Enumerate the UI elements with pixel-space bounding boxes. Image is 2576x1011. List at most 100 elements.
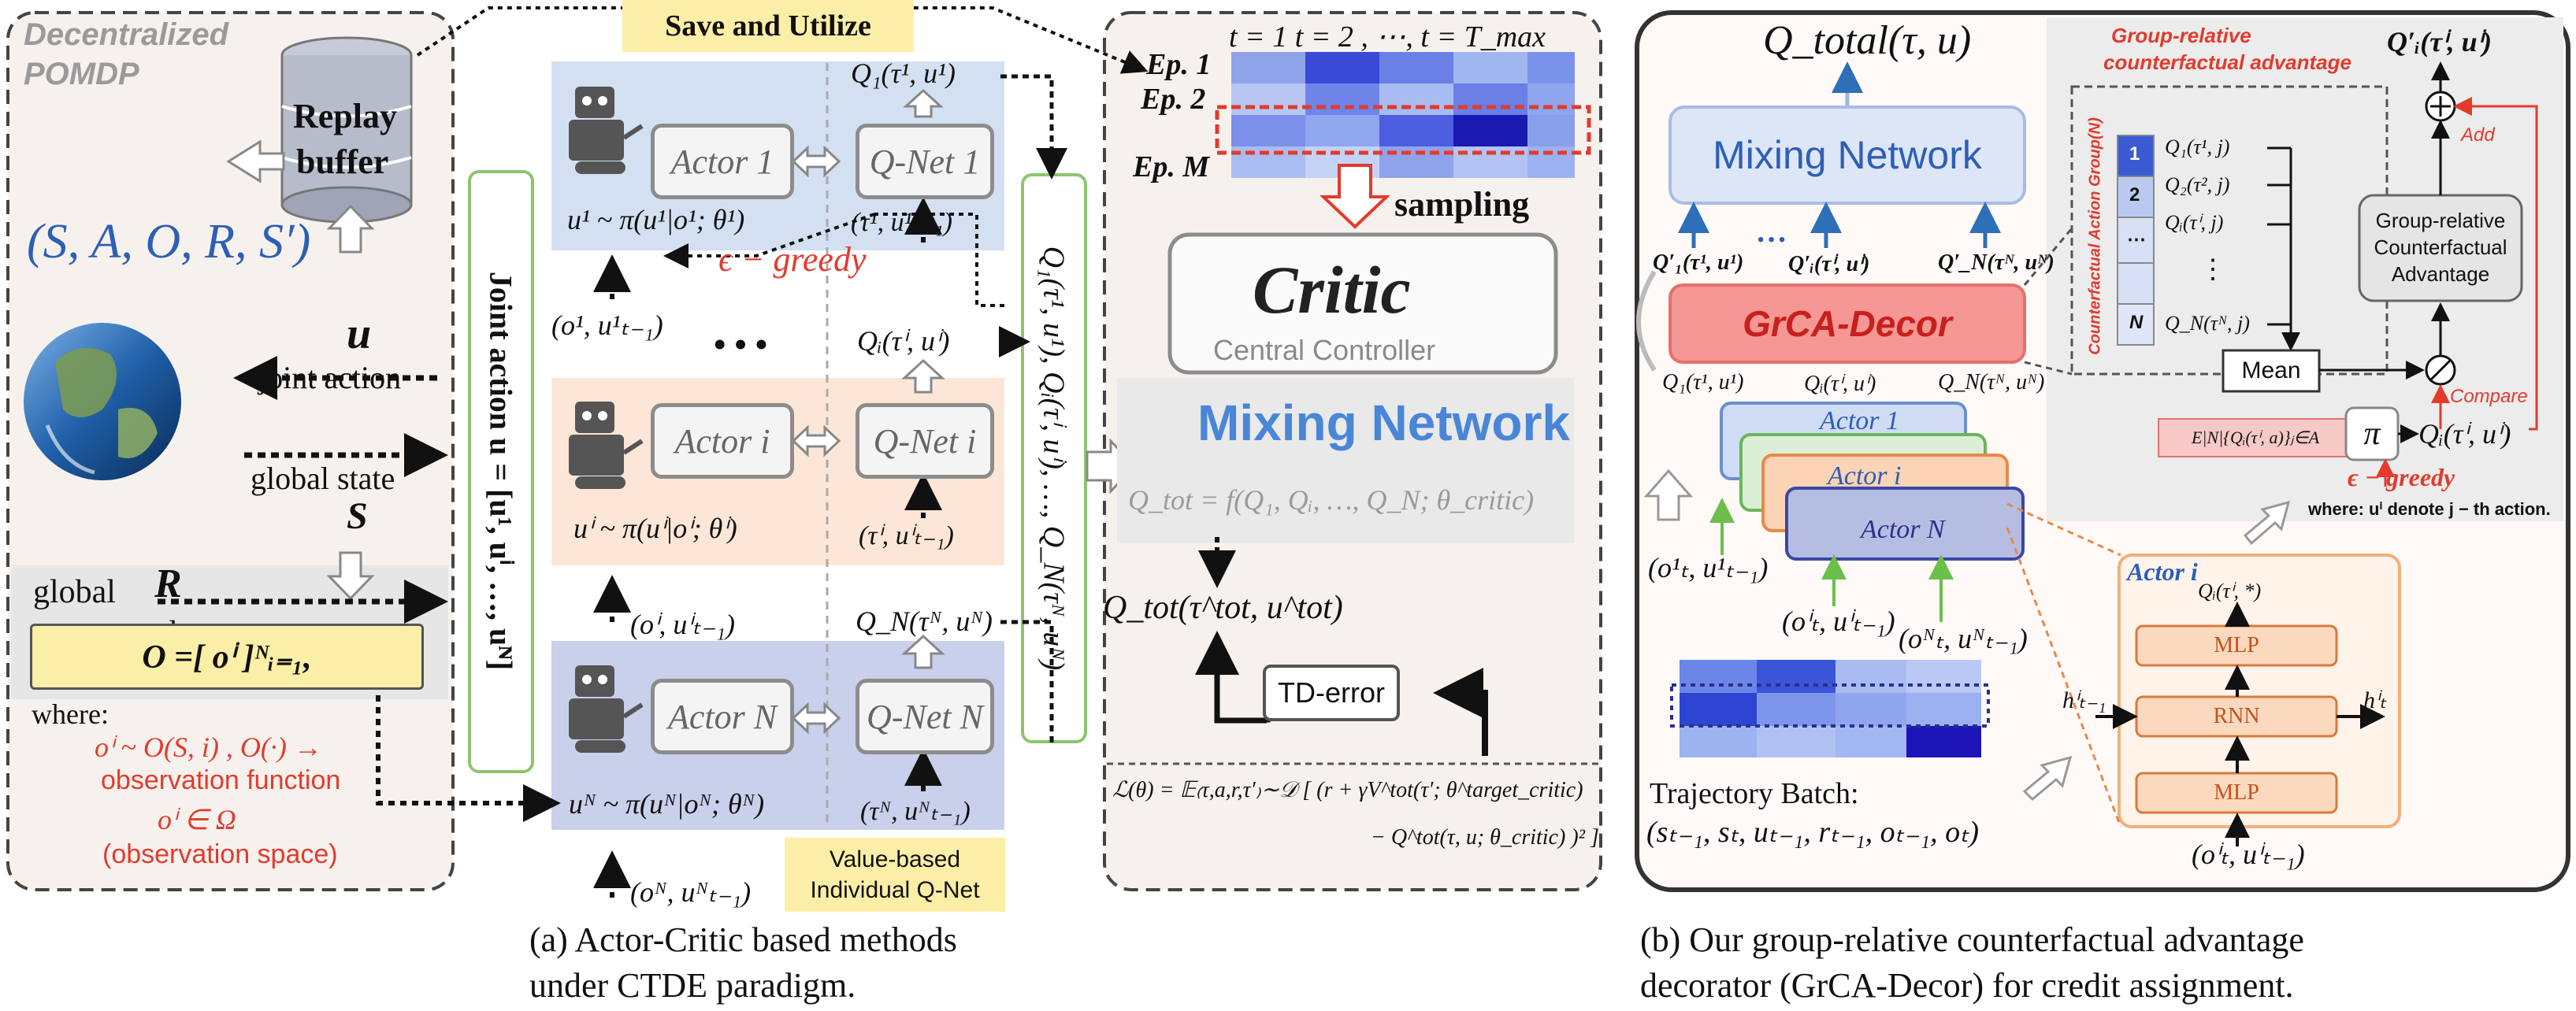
group-q-1: Q₁(τ¹, j)	[2165, 135, 2230, 158]
value-based-line-1: Value-based	[829, 846, 961, 872]
mlp-top: MLP	[2214, 633, 2259, 657]
global-state-symbol: S	[347, 495, 368, 537]
actor-i-box: Actor i	[651, 403, 794, 479]
q-prime-1: Q′₁(τ¹, u¹)	[1653, 250, 1744, 275]
obs-space-formula: oⁱ ∈ Ω	[158, 804, 236, 835]
value-based-line-2: Individual Q-Net	[810, 877, 980, 903]
group-cell-3: ⋯	[2127, 229, 2146, 250]
actor-detail-output: Qᵢ(τⁱ, *)	[2198, 580, 2262, 602]
joint-action-vertical: Joint action u = [u¹, uⁱ, …, uᴺ]	[483, 271, 519, 671]
grca-decor-box: GrCA-Decor	[1743, 303, 1952, 344]
caption-b-line-1: (b) Our group-relative counterfactual ad…	[1640, 920, 2304, 959]
obs-input-n: (oᴺ, uᴺₜ₋₁)	[630, 876, 752, 908]
obs-i-b: (oⁱₜ, uⁱₜ₋₁)	[1782, 605, 1895, 637]
q-prime-n: Q′_N(τᴺ, uᴺ)	[1938, 250, 2054, 275]
sampling-label: sampling	[1394, 185, 1530, 224]
qnet-i-box: Q-Net i	[856, 403, 994, 479]
q-i-b: Qᵢ(τⁱ, uⁱ)	[1804, 372, 1876, 396]
obs-input-i: (oⁱ, uⁱₜ₋₁)	[630, 609, 735, 640]
policy-n: uᴺ ~ π(uᴺ|oᴺ; θᴺ)	[569, 788, 765, 820]
actor-detail-input: (oⁱₜ, uⁱₜ₋₁)	[2192, 839, 2305, 870]
group-q-2: Q₂(τ², j)	[2165, 173, 2230, 196]
tau-i: (τⁱ, uⁱₜ₋₁)	[859, 521, 954, 550]
epsilon-greedy-b: ϵ − greedy	[2348, 463, 2455, 491]
obs-n-b: (oᴺₜ, uᴺₜ₋₁)	[1899, 623, 2028, 654]
tau-n: (τᴺ, uᴺₜ₋₁)	[860, 797, 971, 826]
group-cell-2: 2	[2129, 184, 2140, 206]
pomdp-title: Decentralized	[24, 17, 229, 52]
mean-box: Mean	[2241, 357, 2301, 383]
observation-box: O =[ oⁱ ]ᴺᵢ₌₁,	[30, 624, 424, 690]
transition-tuple: (S, A, O, R, S′)	[27, 215, 311, 268]
tau-1: (τ¹, u¹ₜ₋₁)	[851, 208, 952, 237]
reward-symbol: R	[154, 561, 182, 606]
mixing-network-b: Mixing Network	[1713, 133, 1982, 177]
q-prime-output: Q′ᵢ(τⁱ, uⁱ)	[2387, 26, 2492, 57]
add-label: Add	[2461, 124, 2495, 146]
rnn-box: RNN	[2213, 704, 2260, 728]
save-utilize-label: Save and Utilize	[622, 0, 914, 52]
actor-ellipsis: • • •	[714, 325, 768, 364]
epsilon-greedy-a: ϵ − greedy	[718, 240, 867, 279]
central-controller-label: Central Controller	[1213, 334, 1436, 366]
qi-tau-label: Qᵢ(τⁱ, uⁱ)	[2418, 418, 2511, 450]
global-state-label: global state	[251, 461, 395, 496]
compare-label: Compare	[2450, 386, 2528, 407]
obs-1-b: (o¹ₜ, u¹ₜ₋₁)	[1648, 552, 1769, 583]
critic-title: Critic	[1253, 252, 1411, 328]
inset-title-2: counterfactual advantage	[2103, 50, 2351, 74]
where-note: where: uⁱ denote j − th action.	[2308, 499, 2551, 519]
group-vertical-label: Counterfactual Action Group(N)	[2086, 117, 2104, 355]
value-based-label: Value-based Individual Q-Net	[785, 838, 1005, 912]
q-1-b: Q₁(τ¹, u¹)	[1662, 370, 1744, 394]
group-cell-n: N	[2129, 312, 2144, 333]
q-values-vertical: Q₁(τ¹, u¹), Qᵢ(τⁱ, uⁱ), …, Q_N(τᴺ, uᴺ)	[1037, 246, 1071, 671]
joint-action-label: joint action	[258, 360, 402, 395]
qnet-n-box: Q-Net N	[856, 679, 994, 754]
caption-a-line-1: (a) Actor-Critic based methods	[529, 920, 957, 959]
q-n-b: Q_N(τᴺ, uᴺ)	[1938, 370, 2045, 394]
actor-detail-title: Actor i	[2127, 557, 2198, 586]
episode-heatmap	[1215, 52, 1591, 178]
q1-output: Q₁(τ¹, u¹)	[851, 57, 956, 89]
trajectory-batch-label: Trajectory Batch:	[1650, 777, 1859, 810]
mlp-bottom: MLP	[2214, 780, 2259, 805]
actor-i-b: Actor i	[1828, 461, 1902, 491]
robot-icon-n	[569, 665, 644, 753]
group-q-vdots: ⋮	[2199, 255, 2226, 284]
hollow-arrow-to-buffer	[226, 139, 285, 183]
policy-1: u¹ ~ π(u¹|o¹; θ¹)	[567, 204, 745, 235]
policy-i: uⁱ ~ π(uⁱ|oⁱ; θⁱ)	[573, 513, 737, 544]
mixing-dots: …	[1757, 213, 1788, 249]
replay-buffer-icon	[280, 36, 413, 224]
caption-b-line-2: decorator (GrCA-Decor) for credit assign…	[1640, 966, 2294, 1005]
q-total-label: Q_total(τ, u)	[1763, 18, 1972, 63]
earth-icon	[24, 323, 181, 480]
obs-space-label: (observation space)	[102, 839, 338, 869]
q-tot-output: Q_tot(τ^tot, u^tot)	[1103, 590, 1343, 626]
robot-icon-i	[569, 402, 644, 489]
replay-buffer-label-1: Replay	[293, 97, 397, 135]
replay-buffer-label-2: buffer	[296, 143, 389, 181]
loss-line-2: − Q^tot(τ, u; θ_critic) )² ]	[1371, 825, 1599, 850]
actor-1-box: Actor 1	[651, 124, 794, 199]
actor-n-box: Actor N	[651, 679, 794, 754]
mixing-network-title-a: Mixing Network	[1197, 394, 1570, 451]
hidden-out: hⁱₜ	[2363, 687, 2387, 713]
q-tot-formula: Q_tot = f(Q₁, Qᵢ, …, Q_N; θ_critic)	[1128, 484, 1535, 516]
episode-m-label: Ep. M	[1133, 150, 1210, 183]
global-reward-label: global	[33, 574, 116, 610]
obs-fn-formula: oⁱ ~ O(S, i) , O(·) →	[95, 731, 322, 763]
qn-output: Q_N(τᴺ, uᴺ)	[856, 605, 993, 637]
inset-title-1: Group-relative	[2111, 24, 2251, 47]
actor-n-b: Actor N	[1861, 515, 1945, 544]
trajectory-heatmap	[1670, 660, 1990, 757]
hidden-in: hⁱₜ₋₁	[2062, 687, 2106, 713]
pomdp-subtitle: POMDP	[24, 57, 139, 91]
expectation-box: E|N|{Qᵢ(τⁱ, a)}ⱼ∈A	[2191, 428, 2320, 447]
loss-line-1: ℒ(θ) = 𝔼₍τ,a,r,τ′₎∼𝒟 [ (r + γV^tot(τ′; θ…	[1112, 778, 1583, 802]
group-q-n: Q_N(τᴺ, j)	[2165, 312, 2250, 335]
qnet-1-box: Q-Net 1	[856, 124, 994, 199]
q-prime-i: Q′ᵢ(τⁱ, uⁱ)	[1788, 252, 1870, 276]
trajectory-formula: (sₜ₋₁, sₜ, uₜ₋₁, rₜ₋₁, oₜ₋₁, oₜ)	[1646, 816, 1979, 849]
